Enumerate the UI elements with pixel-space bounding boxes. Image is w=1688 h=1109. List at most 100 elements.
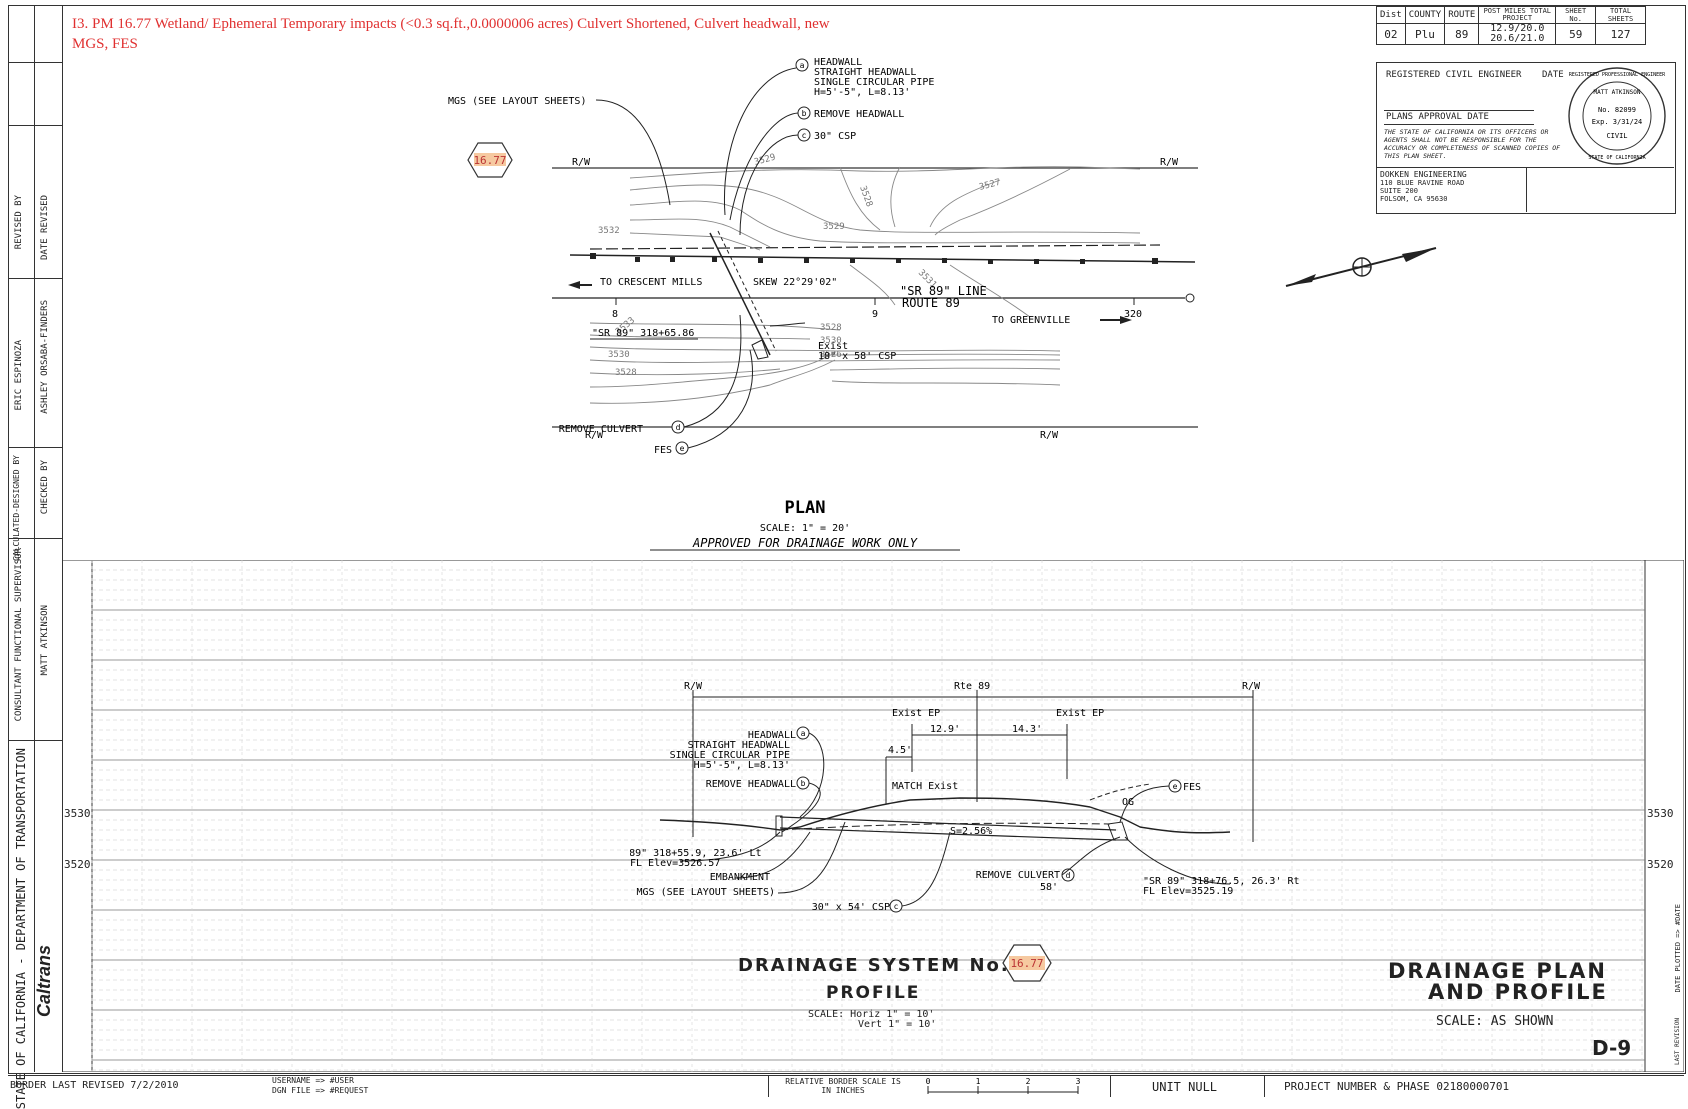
elev-3530-left: 3530 (64, 807, 91, 820)
date-revised-label: DATE REVISED (40, 195, 50, 261)
plan-straight-headwall: STRAIGHT HEADWALL (814, 67, 916, 78)
callout-b: b (796, 776, 810, 790)
right-fl-elev: FL Elev=3525.19 (1143, 886, 1233, 897)
firm-name: DOKKEN ENGINEERING (1380, 170, 1467, 179)
stamp-state: STATE OF CALIFORNIA (1588, 155, 1645, 161)
registered-engineer-label: REGISTERED CIVIL ENGINEER (1386, 70, 1522, 80)
match-exist: MATCH Exist (892, 781, 958, 792)
station-tick-320: 320 (1124, 309, 1142, 320)
elev-3530-right: 3530 (1647, 807, 1674, 820)
callout-e: e (1168, 779, 1182, 793)
scale-mark-0: 0 (926, 1077, 931, 1086)
sheet-title-1: DRAINAGE PLAN (1388, 959, 1607, 983)
left-station: "SR 89" 318+55.9, 23.6' Lt (630, 848, 762, 859)
stamp-registered: REGISTERED PROFESSIONAL ENGINEER (1569, 72, 1666, 78)
firm-suite: SUITE 200 (1380, 187, 1418, 195)
plan-title: PLAN (785, 498, 826, 518)
contour-label: 3528 (820, 323, 842, 333)
val-postmiles: 12.9/20.0 20.6/21.0 (1478, 23, 1557, 45)
border-revised: BORDER LAST REVISED 7/2/2010 (10, 1080, 179, 1091)
left-fl-elev: FL Elev=3526.57 (630, 858, 720, 869)
callout-a: a (796, 726, 810, 740)
plan-hex-label: 16.77 (473, 154, 506, 167)
fes-symbol (751, 339, 769, 360)
profile-system-hexagon: 16.77 (1002, 944, 1052, 982)
stamp-civil: CIVIL (1606, 132, 1627, 140)
profile-len-58: 58' (1040, 882, 1058, 893)
plan-remove-culvert: REMOVE CULVERT (559, 424, 643, 435)
plan-headwall-dims: H=5'-5", L=8.13' (814, 87, 910, 98)
approval-underline (1384, 124, 1534, 125)
sheet-border (8, 5, 1686, 1074)
left-strip-rule (8, 740, 62, 741)
plan-headwall-label: HEADWALL (814, 57, 862, 68)
hdr-sheet: SHEET No. (1555, 6, 1597, 24)
engineer-block (1376, 62, 1676, 214)
scale-mark-2: 2 (1026, 1077, 1031, 1086)
calculated-label: CALCULATED-DESIGNED BY (12, 455, 21, 561)
firm-address: 110 BLUE RAVINE ROAD (1380, 179, 1465, 187)
svg-text:d: d (676, 423, 681, 432)
caltrans-logo: Caltrans (34, 945, 54, 1018)
val-sheet: 59 (1555, 23, 1597, 45)
footer-divider (768, 1075, 769, 1097)
skew-angle: SKEW 22°29'02" (753, 277, 837, 288)
plan-single-pipe: SINGLE CIRCULAR PIPE (814, 77, 934, 88)
sheet-scale: SCALE: AS SHOWN (1436, 1014, 1554, 1029)
hdr-postmiles: POST MILES TOTAL PROJECT (1478, 6, 1557, 24)
profile-mgs-label: MGS (SEE LAYOUT SHEETS) (637, 887, 775, 898)
profile-straight-headwall: STRAIGHT HEADWALL (688, 740, 790, 751)
to-greenville: TO GREENVILLE (992, 315, 1070, 326)
footer-rule (8, 1075, 1684, 1076)
val-total: 127 (1595, 23, 1646, 45)
left-strip-rule (8, 538, 62, 539)
sheet-title-2: AND PROFILE (1428, 980, 1608, 1004)
scale-mark-3: 3 (1076, 1077, 1081, 1086)
arrow-right-icon (1120, 316, 1132, 324)
right-station: "SR 89" 318+76.5, 26.3' Rt (1143, 876, 1300, 887)
svg-text:c: c (894, 902, 899, 911)
border-scale-bar: 0 1 2 3 (926, 1077, 1081, 1094)
profile-single-pipe: SINGLE CIRCULAR PIPE (670, 750, 790, 761)
profile-leaders (679, 732, 1231, 907)
engineer-stamp: MATT ATKINSON No. 82099 Exp. 3/31/24 CIV… (1568, 67, 1666, 165)
to-crescent-mills: TO CRESCENT MILLS (600, 277, 702, 288)
station-tick-9: 9 (872, 309, 878, 320)
mgs-posts (590, 253, 1158, 264)
plan-scale: SCALE: 1" = 20' (760, 523, 850, 534)
val-county: Plu (1404, 23, 1446, 45)
rw-label-tl: R/W (572, 157, 591, 168)
contour-label: 3527 (978, 178, 1002, 193)
callout-b: b (797, 106, 811, 120)
profile-grid (62, 560, 1684, 1072)
original-ground (779, 822, 1111, 831)
contour-lines (589, 166, 1141, 404)
profile-scale-h: SCALE: Horiz 1" = 10' (808, 1009, 935, 1020)
approved-label: APPROVED FOR DRAINAGE WORK ONLY (692, 536, 918, 550)
relative-scale-label: RELATIVE BORDER SCALE IS IN INCHES (785, 1077, 901, 1095)
callout-a: a (795, 58, 809, 72)
plan-mgs-label: MGS (SEE LAYOUT SHEETS) (448, 96, 586, 107)
slope-label: S=2.56% (950, 826, 992, 837)
designer-name: ERIC ESPINOZA (14, 340, 24, 411)
plan-remove-headwall: REMOVE HEADWALL (814, 109, 904, 120)
project-number: PROJECT NUMBER & PHASE 02180000701 (1284, 1080, 1510, 1093)
station-tick-8: 8 (612, 309, 618, 320)
callout-c: c (797, 128, 811, 142)
profile-pipe-top (779, 816, 1117, 831)
embankment-label: EMBANKMENT (710, 872, 770, 883)
department-label: STATE OF CALIFORNIA - DEPARTMENT OF TRAN… (14, 748, 28, 1109)
exist-ep-left: Exist EP (892, 708, 940, 719)
drainage-system-title: DRAINAGE SYSTEM No. (738, 955, 1010, 976)
sheet-number: D-9 (1592, 1036, 1632, 1060)
profile-view: R/W R/W Rte 89 Exist EP Exist EP 12.9' 1… (630, 681, 1300, 913)
svg-text:c: c (802, 131, 807, 140)
footer-dgn: DGN FILE => #REQUEST (272, 1086, 369, 1095)
contour-label: 3529 (823, 222, 845, 232)
plan-system-hexagon: 16.77 (467, 142, 513, 178)
svg-text:d: d (1066, 871, 1071, 880)
profile-rte89: Rte 89 (954, 681, 990, 692)
profile-rw-left: R/W (684, 681, 703, 692)
footer-divider (1110, 1075, 1111, 1097)
plan-exist-csp: 18" x 58' CSP (818, 351, 896, 362)
